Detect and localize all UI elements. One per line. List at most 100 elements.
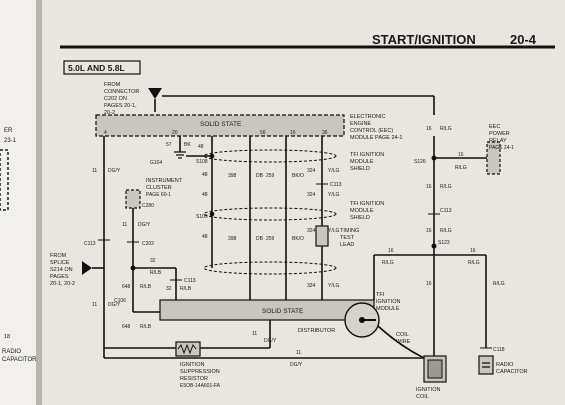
from-connector-text-4: PAGES 20-1, bbox=[104, 103, 137, 109]
distributor-hub bbox=[359, 317, 365, 323]
wire-label-rlb-3: R/LB bbox=[140, 284, 152, 290]
wire-label-11-a: 11 bbox=[92, 168, 97, 174]
wire-label-16-a: 16 bbox=[426, 126, 432, 132]
wire-label-48-c: 48 bbox=[202, 192, 208, 198]
instrument-cluster-text-3: PAGE 60-1 bbox=[146, 192, 171, 198]
eec-title-3: CONTROL (EEC) bbox=[350, 128, 393, 134]
wire-label-48-d: 48 bbox=[202, 234, 208, 240]
page-title: START/IGNITION bbox=[372, 32, 476, 47]
instrument-cluster-box bbox=[125, 189, 141, 209]
s109-label: S109 bbox=[196, 214, 208, 220]
c280-label: C280 bbox=[142, 203, 154, 209]
wire-label-32-b: 32 bbox=[166, 286, 172, 292]
from-connector-text-2: CONNECTOR bbox=[104, 89, 139, 95]
resistor-text-2: SUPPRESSION bbox=[180, 369, 220, 375]
left-radio-text: RADIO bbox=[2, 349, 21, 355]
splice-s126 bbox=[431, 155, 437, 161]
page-number: 20-4 bbox=[510, 32, 537, 47]
resistor-text-4: E5OB-14A601-FA bbox=[180, 383, 221, 389]
wire-label-rlg-d: R/LG bbox=[440, 228, 452, 234]
tfi-title-2: IGNITION bbox=[376, 299, 400, 305]
eec-pin-36: 36 bbox=[322, 130, 328, 136]
wire-label-398-a: 398 bbox=[228, 173, 237, 179]
wire-label-11-c: 11 bbox=[122, 222, 127, 228]
g104-label: G104 bbox=[150, 160, 162, 166]
eec-title-2: ENGINE bbox=[350, 121, 371, 127]
eec-relay-text-2: POWER bbox=[489, 131, 510, 137]
from-splice-text-4: PAGES bbox=[50, 274, 69, 280]
shield-1-text-1: TFI IGNITION bbox=[350, 152, 384, 158]
left-number: 18 bbox=[4, 334, 10, 340]
wire-label-259-a: 259 bbox=[266, 173, 275, 179]
wire-label-16-b: 16 bbox=[458, 152, 464, 158]
wire-label-57: 57 bbox=[166, 142, 172, 148]
wire-label-16-e: 16 bbox=[388, 248, 394, 254]
wire-label-ylg-a: Y/LG bbox=[328, 168, 340, 174]
c106-label: C106 bbox=[114, 298, 126, 304]
wire-label-11-b: 11 bbox=[92, 302, 97, 308]
radio-capacitor-box bbox=[478, 355, 494, 375]
shield-1-text-3: SHIELD bbox=[350, 166, 370, 172]
coil-wire bbox=[377, 325, 425, 359]
tfi-title-1: TFI bbox=[376, 292, 385, 298]
c118-label: C118 bbox=[493, 347, 505, 353]
wire-label-bko-b: BK/O bbox=[292, 236, 304, 242]
wire-label-32-a: 32 bbox=[150, 258, 156, 264]
wire-label-11-d: 11 bbox=[252, 331, 257, 337]
wire-label-324-c: 324 bbox=[307, 228, 316, 234]
wire-label-648-b: 648 bbox=[122, 324, 131, 330]
from-splice-text-1: FROM bbox=[50, 253, 67, 259]
shield-ellipse-1 bbox=[203, 149, 337, 163]
wire-label-dgy-b: DG/Y bbox=[108, 302, 121, 308]
eec-title-1: ELECTRONIC bbox=[350, 114, 385, 120]
shield-2-text-3: SHIELD bbox=[350, 215, 370, 221]
wire-label-259-b: 259 bbox=[266, 236, 275, 242]
resistor-text-1: IGNITION bbox=[180, 362, 204, 368]
ignition-coil-core bbox=[427, 359, 443, 379]
ignition-coil-text-2: COIL bbox=[416, 394, 429, 400]
wire-label-324-d: 324 bbox=[307, 283, 316, 289]
wire-label-rlb-2: R/LB bbox=[180, 286, 192, 292]
wire-label-rlg-c: R/LG bbox=[440, 184, 452, 190]
wire-label-324-b: 324 bbox=[307, 192, 316, 198]
eec-pin-4: 4 bbox=[104, 130, 107, 136]
wire-label-324-a: 324 bbox=[307, 168, 316, 174]
left-page-text: 23-1 bbox=[4, 138, 17, 144]
wire-label-16-g: 16 bbox=[426, 281, 432, 287]
engine-label: 5.0L AND 5.8L bbox=[68, 63, 125, 73]
from-splice-arrow bbox=[82, 261, 92, 275]
eec-power-relay-box bbox=[486, 141, 501, 175]
from-splice-text-5: 20-1, 20-2 bbox=[50, 281, 75, 287]
coil-wire-text-1: COIL bbox=[396, 332, 409, 338]
wire-label-rlg-e: R/LG bbox=[382, 260, 394, 266]
shield-2-text-1: TFI IGNITION bbox=[350, 201, 384, 207]
wire-label-ylg-b: Y/LG bbox=[328, 192, 340, 198]
c113-shield-label: C113 bbox=[330, 182, 342, 188]
wire-label-rlg-b: R/LG bbox=[455, 165, 467, 171]
ground-symbol bbox=[174, 151, 186, 159]
wire-label-11-e: 11 bbox=[296, 350, 301, 356]
wire-label-bko-a: BK/O bbox=[292, 173, 304, 179]
splice-r-lb bbox=[130, 265, 136, 271]
distributor-label: DISTRIBUTOR bbox=[298, 328, 335, 334]
wire-label-48-b: 48 bbox=[202, 172, 208, 178]
shield-ellipses bbox=[203, 149, 337, 275]
shield-ellipse-2 bbox=[203, 207, 337, 221]
left-dashed-box bbox=[0, 149, 9, 211]
capacitor-symbol bbox=[482, 362, 490, 368]
resistor-text-3: RESISTOR bbox=[180, 376, 208, 382]
eec-relay-text-3: RELAY bbox=[489, 138, 507, 144]
engine-label-box bbox=[63, 60, 141, 75]
wire-label-rlb-1: R/LB bbox=[150, 270, 162, 276]
from-connector-text-1: FROM bbox=[104, 82, 121, 88]
timing-test-lead-box bbox=[315, 225, 329, 247]
wire-label-rlg-g: R/LG bbox=[493, 281, 505, 287]
tfi-title-3: MODULE bbox=[376, 306, 400, 312]
wire-label-648-a: 648 bbox=[122, 284, 131, 290]
shield-1-text-2: MODULE bbox=[350, 159, 374, 165]
wire-label-rlg-f: R/LG bbox=[468, 260, 480, 266]
eec-relay-text-1: EEC bbox=[489, 124, 500, 130]
timing-text-3: LEAD bbox=[340, 242, 354, 248]
coil-wire-text-2: WIRE bbox=[396, 339, 411, 345]
eec-pin-16: 16 bbox=[290, 130, 296, 136]
